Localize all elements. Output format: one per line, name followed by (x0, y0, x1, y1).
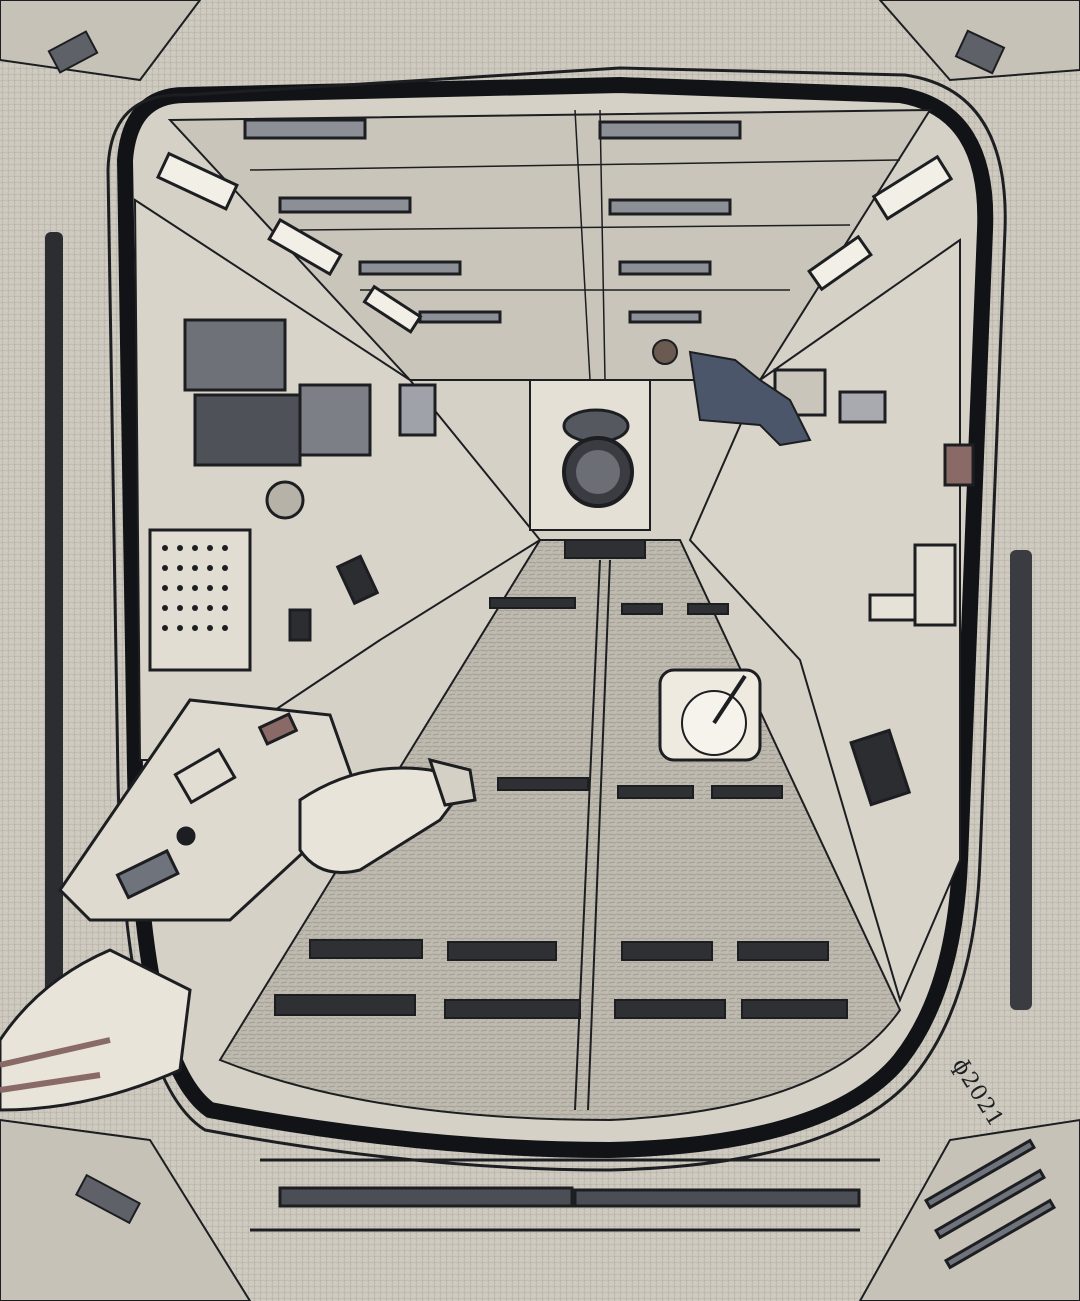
corner-placards (47, 29, 1006, 1225)
ceiling-lights (155, 151, 954, 334)
right-wall-equipment (773, 368, 975, 807)
vent-grille (923, 1138, 1057, 1270)
floating-crew-member (652, 339, 812, 447)
floor-slots (274, 539, 848, 1019)
hatch-threshold (250, 1158, 880, 1232)
left-wall-equipment (148, 318, 437, 672)
left-handrail (45, 232, 63, 1012)
foreground-astronaut (0, 698, 477, 1112)
right-handrail (1010, 550, 1032, 1010)
left-wall-dotgrid (162, 545, 228, 631)
ceiling-panels (243, 118, 742, 324)
